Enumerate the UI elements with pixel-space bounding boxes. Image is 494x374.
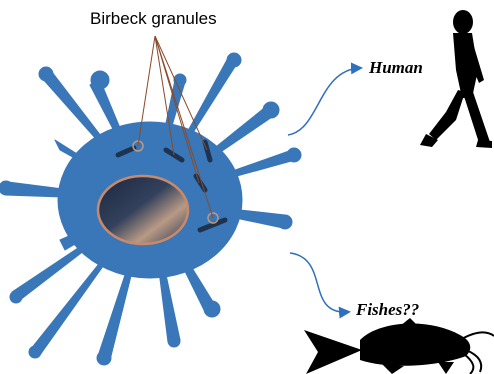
fishes-label: Fishes?? <box>356 300 419 320</box>
arrow-to-fishes <box>290 253 348 312</box>
walking-human-silhouette-icon <box>420 10 492 148</box>
human-label: Human <box>369 58 423 78</box>
arrow-to-human <box>288 68 360 135</box>
birbeck-granules-label: Birbeck granules <box>90 9 217 29</box>
nucleus <box>98 176 188 244</box>
catfish-silhouette-icon <box>304 318 494 374</box>
